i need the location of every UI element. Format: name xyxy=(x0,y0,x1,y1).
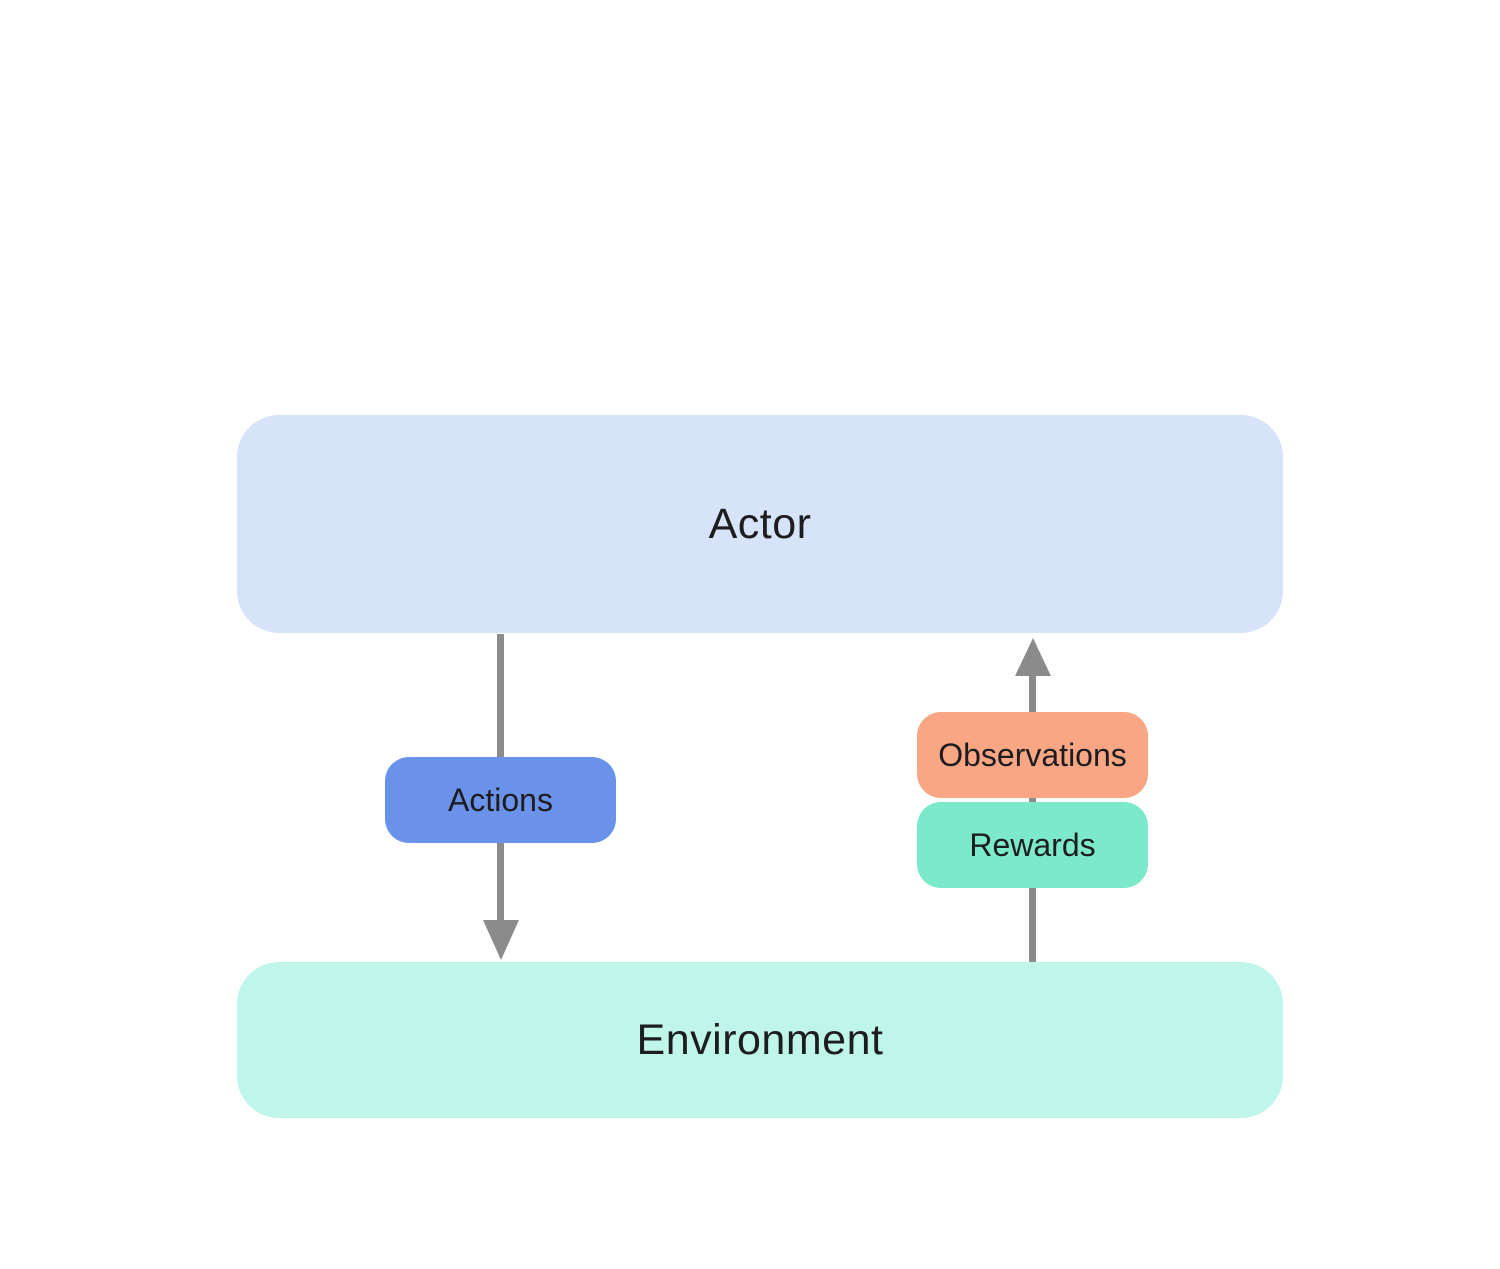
actor-node: Actor xyxy=(237,415,1283,633)
rewards-label-text: Rewards xyxy=(969,826,1096,863)
rewards-edge-label: Rewards xyxy=(917,802,1148,888)
actions-edge-label: Actions xyxy=(385,757,616,843)
feedback-arrow-up-head-icon xyxy=(1015,638,1051,676)
observations-label-text: Observations xyxy=(938,736,1127,773)
actor-node-label: Actor xyxy=(708,499,812,548)
environment-node: Environment xyxy=(237,962,1283,1118)
actions-arrow-down-head-icon xyxy=(483,920,519,960)
environment-node-label: Environment xyxy=(636,1015,884,1064)
actions-label-text: Actions xyxy=(448,781,553,818)
observations-edge-label: Observations xyxy=(917,712,1148,798)
